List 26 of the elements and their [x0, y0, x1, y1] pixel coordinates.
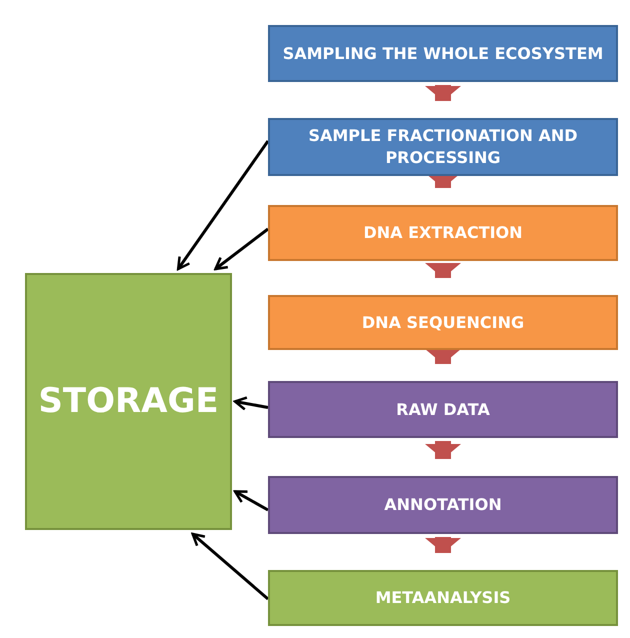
step-label: SAMPLING THE WHOLE ECOSYSTEM: [282, 42, 604, 64]
process-box: [268, 381, 618, 438]
process-box: [268, 295, 618, 350]
process-box: [268, 476, 618, 534]
block-arrow: [425, 263, 461, 278]
block-arrow: [425, 85, 461, 101]
step-label: METAANALYSIS: [374, 587, 512, 609]
step-label: ANNOTATION: [383, 494, 503, 516]
arrow: [176, 140, 270, 270]
arrow: [234, 490, 269, 512]
block-arrow: [425, 349, 461, 364]
process-box: [268, 25, 618, 82]
step-label: DNA EXTRACTION: [362, 222, 524, 244]
step-label: STORAGE: [37, 380, 220, 423]
arrow: [234, 396, 268, 411]
step-label: DNA SEQUENCING: [360, 312, 526, 334]
step-label: RAW DATA: [395, 398, 491, 420]
step-label: SAMPLE FRACTIONATION AND PROCESSING: [307, 125, 579, 169]
process-box: [268, 118, 618, 176]
storage-box: [25, 273, 232, 530]
arrow: [191, 532, 269, 600]
arrow: [214, 228, 269, 270]
process-box: [268, 570, 618, 626]
block-arrow: [425, 537, 461, 553]
block-arrow: [425, 441, 461, 459]
process-box: [268, 205, 618, 261]
